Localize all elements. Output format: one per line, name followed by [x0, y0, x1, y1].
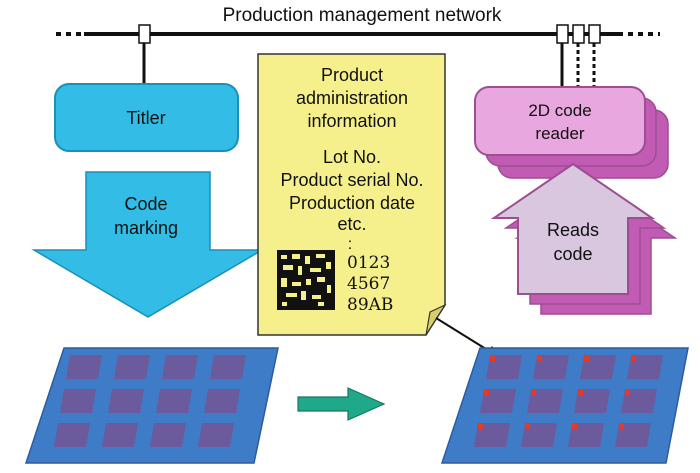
info-item-lot: Lot No. — [323, 147, 381, 167]
network-bus — [56, 24, 660, 44]
code-line-2: 4567 — [347, 274, 390, 294]
code-mark — [490, 356, 495, 361]
data-matrix-icon — [277, 250, 335, 310]
info-sheet-fold — [425, 303, 447, 336]
info-item-serial: Product serial No. — [280, 170, 423, 190]
code-mark — [619, 424, 624, 429]
network-tap-reader-3 — [588, 24, 601, 44]
reads-code-arrow — [490, 162, 656, 295]
info-heading-line-2: administration — [296, 88, 408, 108]
panel-chips — [54, 355, 246, 447]
network-tap-titler — [138, 24, 151, 44]
code-line-3: 89AB — [347, 295, 393, 315]
chip — [204, 389, 240, 413]
info-item-etc: etc. — [337, 214, 366, 234]
code-line-1: 0123 — [347, 253, 390, 273]
code-mark — [478, 424, 483, 429]
code-mark — [537, 356, 542, 361]
chip — [60, 389, 96, 413]
code-mark — [531, 390, 536, 395]
code-mark — [484, 390, 489, 395]
process-arrow — [297, 387, 386, 421]
network-tap-reader-1 — [556, 24, 569, 44]
titler-label: Titler — [126, 108, 165, 128]
chip — [156, 389, 192, 413]
panel-chips-marked — [474, 355, 663, 447]
marked-panel — [440, 347, 689, 464]
info-ellipsis: : — [348, 236, 352, 253]
reader-box — [474, 86, 646, 156]
code-mark — [525, 424, 530, 429]
unmarked-panel — [24, 347, 279, 464]
reader-line-1: 2D code — [528, 101, 591, 120]
reader-line-2: reader — [535, 124, 584, 143]
network-tap-reader-2 — [572, 24, 585, 44]
code-mark — [578, 390, 583, 395]
code-marking-line-2: marking — [114, 218, 178, 238]
info-item-date: Production date — [289, 193, 415, 213]
chip — [150, 423, 186, 447]
code-marking-line-1: Code — [124, 194, 167, 214]
code-mark — [584, 356, 589, 361]
code-mark — [572, 424, 577, 429]
chip — [198, 423, 234, 447]
titler-box — [54, 83, 239, 152]
code-marking-arrow — [31, 171, 265, 318]
info-heading-line-3: information — [307, 111, 396, 131]
chip — [54, 423, 90, 447]
reads-code-line-1: Reads — [547, 220, 599, 240]
chip — [114, 355, 150, 379]
chip — [210, 355, 246, 379]
info-heading-line-1: Product — [321, 65, 383, 85]
chip — [66, 355, 102, 379]
code-mark — [625, 390, 630, 395]
network-title: Production management network — [223, 5, 502, 26]
chip — [102, 423, 138, 447]
chip — [108, 389, 144, 413]
reads-code-line-2: code — [553, 244, 592, 264]
chip — [162, 355, 198, 379]
code-mark — [631, 356, 636, 361]
